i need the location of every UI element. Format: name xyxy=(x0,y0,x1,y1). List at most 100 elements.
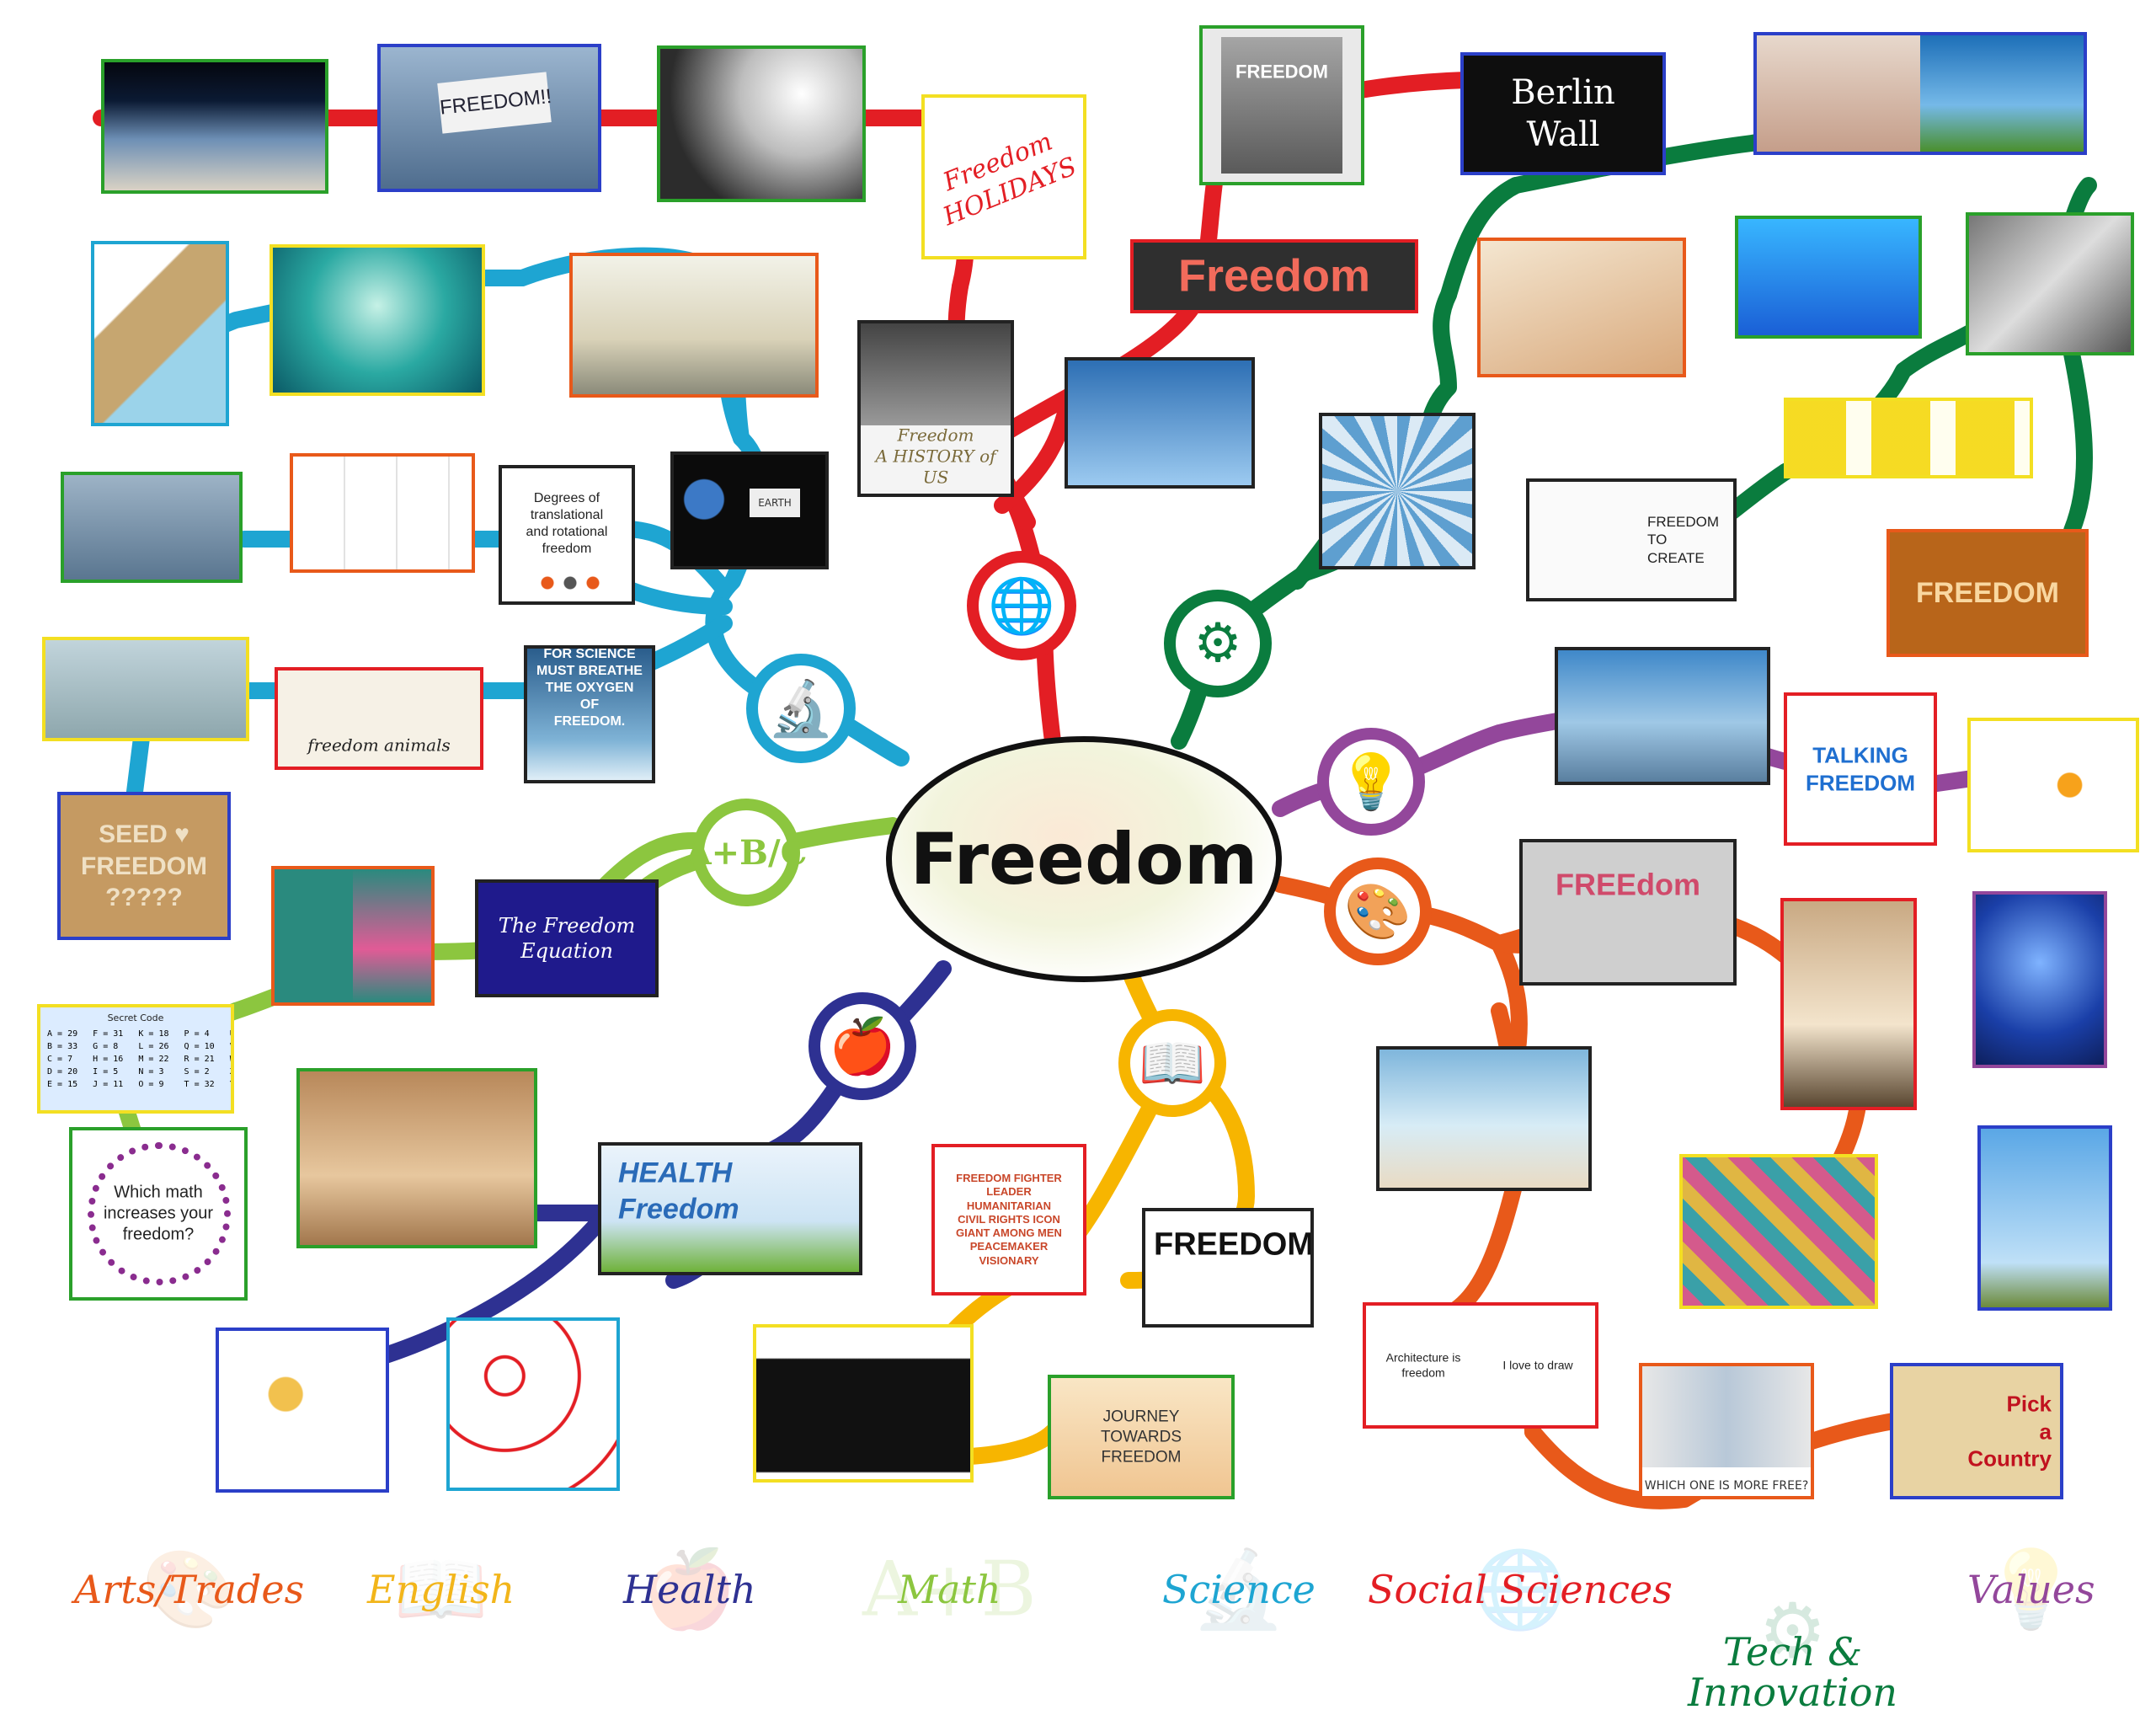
card-degrees-freedom[interactable]: Degrees of translational and rotational … xyxy=(499,465,635,605)
card-hands-tied[interactable] xyxy=(1753,32,2087,155)
card-beach-lounge[interactable] xyxy=(1376,1046,1592,1191)
card-for-science[interactable]: FOR SCIENCE MUST BREATHE THE OXYGEN OF F… xyxy=(524,645,655,783)
legend-label: Science xyxy=(1162,1567,1315,1612)
card-meditation-art[interactable] xyxy=(1972,891,2107,1068)
central-topic[interactable]: Freedom xyxy=(886,736,1282,982)
card-silhouette-crowd[interactable] xyxy=(753,1324,974,1483)
crowd-silhouette-image xyxy=(756,1328,970,1479)
love-to-draw-text: I love to draw xyxy=(1502,1358,1573,1372)
card-berlin-wall[interactable]: Berlin Wall xyxy=(1460,52,1666,175)
freedom-holidays-text: Freedom HOLIDAYS xyxy=(938,126,1081,232)
card-bird-release[interactable] xyxy=(1555,647,1770,785)
card-jumping-silhouette[interactable] xyxy=(1780,898,1917,1110)
card-jumping-kids[interactable] xyxy=(296,1068,537,1248)
card-freedom-book[interactable]: FREEDOM xyxy=(1199,25,1364,185)
legend-label: Math xyxy=(898,1567,1001,1612)
card-warning-signs[interactable] xyxy=(1784,398,2033,478)
math-icon: A+B/C xyxy=(685,832,808,873)
card-inventors[interactable] xyxy=(1966,212,2134,355)
lightbulb-icon: 💡 xyxy=(1337,751,1405,814)
card-journey[interactable]: JOURNEY TOWARDS FREEDOM xyxy=(1048,1375,1235,1499)
sports-icons-image xyxy=(450,1321,616,1488)
book-cover-image xyxy=(1221,37,1342,174)
card-freedom-history[interactable]: Freedom A HISTORY of US xyxy=(857,320,1014,497)
architecture-text: Architecture is freedom xyxy=(1385,1350,1461,1380)
earth-sign-text: EARTH xyxy=(750,489,800,517)
legend-health: 🍎 Health xyxy=(623,1546,756,1634)
molecule-icon xyxy=(539,576,601,590)
card-professions[interactable]: WHICH ONE IS MORE FREE? xyxy=(1639,1363,1814,1499)
hub-values[interactable]: 💡 xyxy=(1317,728,1425,836)
runner-image xyxy=(573,256,815,394)
card-exercise-map[interactable] xyxy=(216,1328,389,1493)
hub-tech-innovation[interactable]: ⚙ xyxy=(1164,590,1272,697)
hands-image xyxy=(1757,35,1920,152)
card-health-freedom[interactable]: HEALTH Freedom xyxy=(598,1142,862,1275)
dotted-ring xyxy=(88,1142,231,1285)
card-freedom-typography[interactable]: Freedom xyxy=(1130,239,1418,313)
surf-plastic-image xyxy=(273,248,482,393)
hub-health[interactable]: 🍎 xyxy=(808,992,916,1100)
professions-image xyxy=(1642,1366,1811,1467)
card-pick-country[interactable]: Pick a Country xyxy=(1890,1363,2063,1499)
card-satellite[interactable] xyxy=(101,59,328,194)
card-diver[interactable] xyxy=(61,472,243,583)
journey-text: JOURNEY TOWARDS FREEDOM xyxy=(1100,1408,1182,1466)
card-surfing-game[interactable] xyxy=(1735,216,1922,339)
card-freedom-wood[interactable]: FREEDOM xyxy=(1886,529,2089,657)
card-surf-plastic[interactable] xyxy=(270,244,485,396)
freedom-animals-text: freedom animals xyxy=(307,735,451,756)
card-freedom-animals[interactable]: freedom animals xyxy=(275,667,483,770)
card-freedom-sign[interactable]: FREEDOM!! xyxy=(377,44,601,192)
students-image xyxy=(1481,241,1683,374)
card-architecture-drawing[interactable]: Architecture is freedom I love to draw xyxy=(1363,1302,1598,1429)
secret-code-title: Secret Code xyxy=(107,1012,164,1023)
archimedes-image xyxy=(94,244,226,423)
card-language-signpost[interactable] xyxy=(1065,357,1255,489)
card-secret-code[interactable]: Secret Code A = 29 F = 31 K = 18 P = 4 U… xyxy=(37,1004,234,1114)
book-icon: 📖 xyxy=(1139,1032,1206,1095)
hub-math[interactable]: A+B/C xyxy=(685,799,808,906)
card-wordcloud[interactable]: FREEDOM FIGHTER LEADER HUMANITARIAN CIVI… xyxy=(931,1144,1086,1296)
card-which-math[interactable]: Which math increases your freedom? xyxy=(69,1127,248,1301)
microscope-icon: 🔬 xyxy=(767,677,835,740)
card-freedom-holidays[interactable]: Freedom HOLIDAYS xyxy=(921,94,1086,259)
card-silhouette[interactable] xyxy=(657,45,866,202)
card-sports-icons[interactable] xyxy=(446,1317,620,1491)
turtle-image xyxy=(45,640,246,738)
secret-code-row-6: Z = 1 xyxy=(47,1093,231,1102)
card-sculpture[interactable] xyxy=(1977,1125,2112,1311)
card-free-runner[interactable] xyxy=(569,253,819,398)
card-smartphone-fist[interactable] xyxy=(1319,413,1476,569)
legend-english: 📖 English xyxy=(367,1546,515,1634)
hub-science[interactable]: 🔬 xyxy=(746,654,856,763)
card-freedom-to-create[interactable]: FREEDOM TO CREATE xyxy=(1526,478,1737,601)
card-freedom-graffiti[interactable]: FREEdom xyxy=(1519,839,1737,986)
jumping-image xyxy=(1784,901,1913,1107)
hub-arts-trades[interactable]: 🎨 xyxy=(1324,858,1432,965)
card-sea-turtle[interactable] xyxy=(42,637,249,741)
card-astronaut[interactable]: EARTH xyxy=(670,451,829,569)
degrees-freedom-text: Degrees of translational and rotational … xyxy=(526,491,608,557)
gears-icon: ⚙ xyxy=(1193,612,1242,675)
hub-social-sciences[interactable]: 🌐 xyxy=(967,551,1076,660)
card-students-laptop[interactable] xyxy=(1477,238,1686,377)
card-talking-freedom[interactable]: TALKING FREEDOM xyxy=(1784,692,1937,846)
legend-science: 🔬 Science xyxy=(1162,1546,1315,1634)
card-chalkboard[interactable] xyxy=(271,866,435,1006)
silhouette-image xyxy=(660,49,862,199)
card-simple-machines[interactable] xyxy=(290,453,475,573)
card-seed-freedom[interactable]: SEED ♥ FREEDOM ????? xyxy=(57,792,231,940)
legend-values: 💡 Values xyxy=(1967,1546,2095,1634)
hub-english[interactable]: 📖 xyxy=(1118,1009,1226,1117)
card-freedom-equation[interactable]: The Freedom Equation xyxy=(475,879,659,997)
book-icon: 📖 xyxy=(393,1545,488,1634)
card-goldfish[interactable] xyxy=(1967,718,2139,852)
card-archimedes-screw[interactable] xyxy=(91,241,229,426)
bird-release-image xyxy=(1558,650,1767,782)
secret-code-row-4: D = 20 I = 5 N = 3 S = 2 X = 25 xyxy=(47,1067,231,1077)
card-mosaic-art[interactable] xyxy=(1679,1154,1878,1309)
card-freedom-cartoon[interactable]: FREEDOM xyxy=(1142,1208,1314,1328)
exercise-map-image xyxy=(219,1331,386,1489)
math-icon: A+B xyxy=(862,1545,1037,1634)
